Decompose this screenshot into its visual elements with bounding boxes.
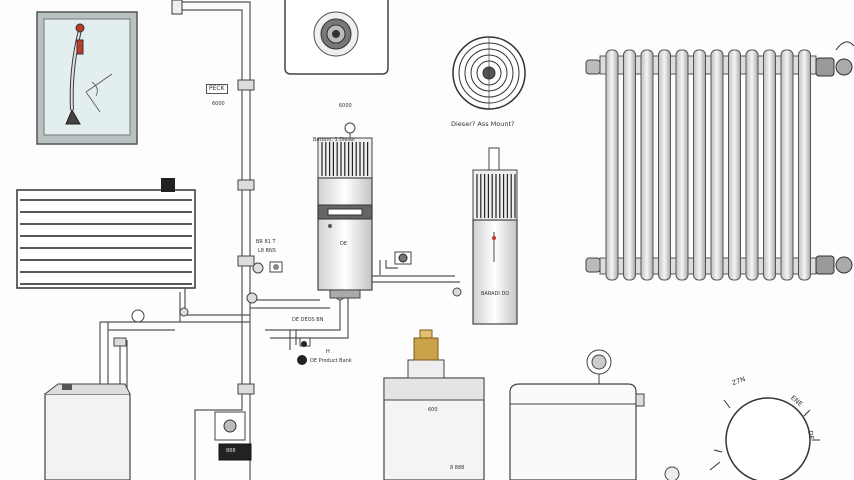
radiator-fin [780, 49, 794, 281]
power-unit-label: 888 [226, 448, 236, 454]
column-radiator [585, 41, 854, 281]
clock-caption: Dieser? Ass Mount? [451, 120, 515, 128]
gauge-mark-3: DE [806, 430, 816, 441]
heater-caption: Bottom, 1 Dieser [313, 137, 356, 143]
flat-panel-collector [16, 178, 196, 289]
radiator-fin [745, 49, 759, 281]
switch-caption-1: H [326, 349, 330, 355]
pump-line-2: L8 BNS [258, 248, 276, 254]
radiator-fin [658, 49, 671, 281]
filter-box-base: 8 888 [450, 465, 465, 471]
circulation-pump [214, 411, 252, 461]
radiator-fin [605, 49, 619, 281]
radiator-fin [728, 49, 741, 281]
junction-box-label: PECK [206, 84, 228, 94]
radiator-fin [798, 49, 811, 281]
tank-caption: BARADI DO [481, 291, 510, 297]
valve-icon [394, 251, 412, 265]
filter-box-label: 600 [428, 407, 438, 413]
window-with-pump-hose [36, 11, 138, 145]
heater-top-label: 6000 [339, 103, 352, 109]
gauge-dial-icon [664, 397, 820, 480]
spiral-clock-icon [452, 36, 526, 110]
pump-line-1: BR 81 T [256, 239, 276, 245]
pipe-network [99, 0, 460, 480]
oil-tank [509, 349, 645, 480]
expansion-box [44, 383, 131, 480]
pump-group [269, 261, 311, 365]
boiler-heater [317, 122, 373, 299]
radiator-fin [675, 49, 689, 281]
radiator-fin [710, 49, 724, 281]
filter-box [383, 329, 485, 480]
radiator-fin [640, 49, 654, 281]
valve-caption: DE DEOS BN [292, 317, 324, 323]
wall-thermostat [284, 0, 389, 75]
radiator-fin [693, 49, 706, 281]
radiator-fin [623, 49, 636, 281]
radiator-fin [763, 49, 776, 281]
junction-sub-label: 6000 [212, 101, 225, 107]
switch-caption-2: DE Product Bank [310, 358, 352, 364]
heater-body-label: DE [340, 241, 348, 247]
storage-tank [472, 147, 518, 325]
